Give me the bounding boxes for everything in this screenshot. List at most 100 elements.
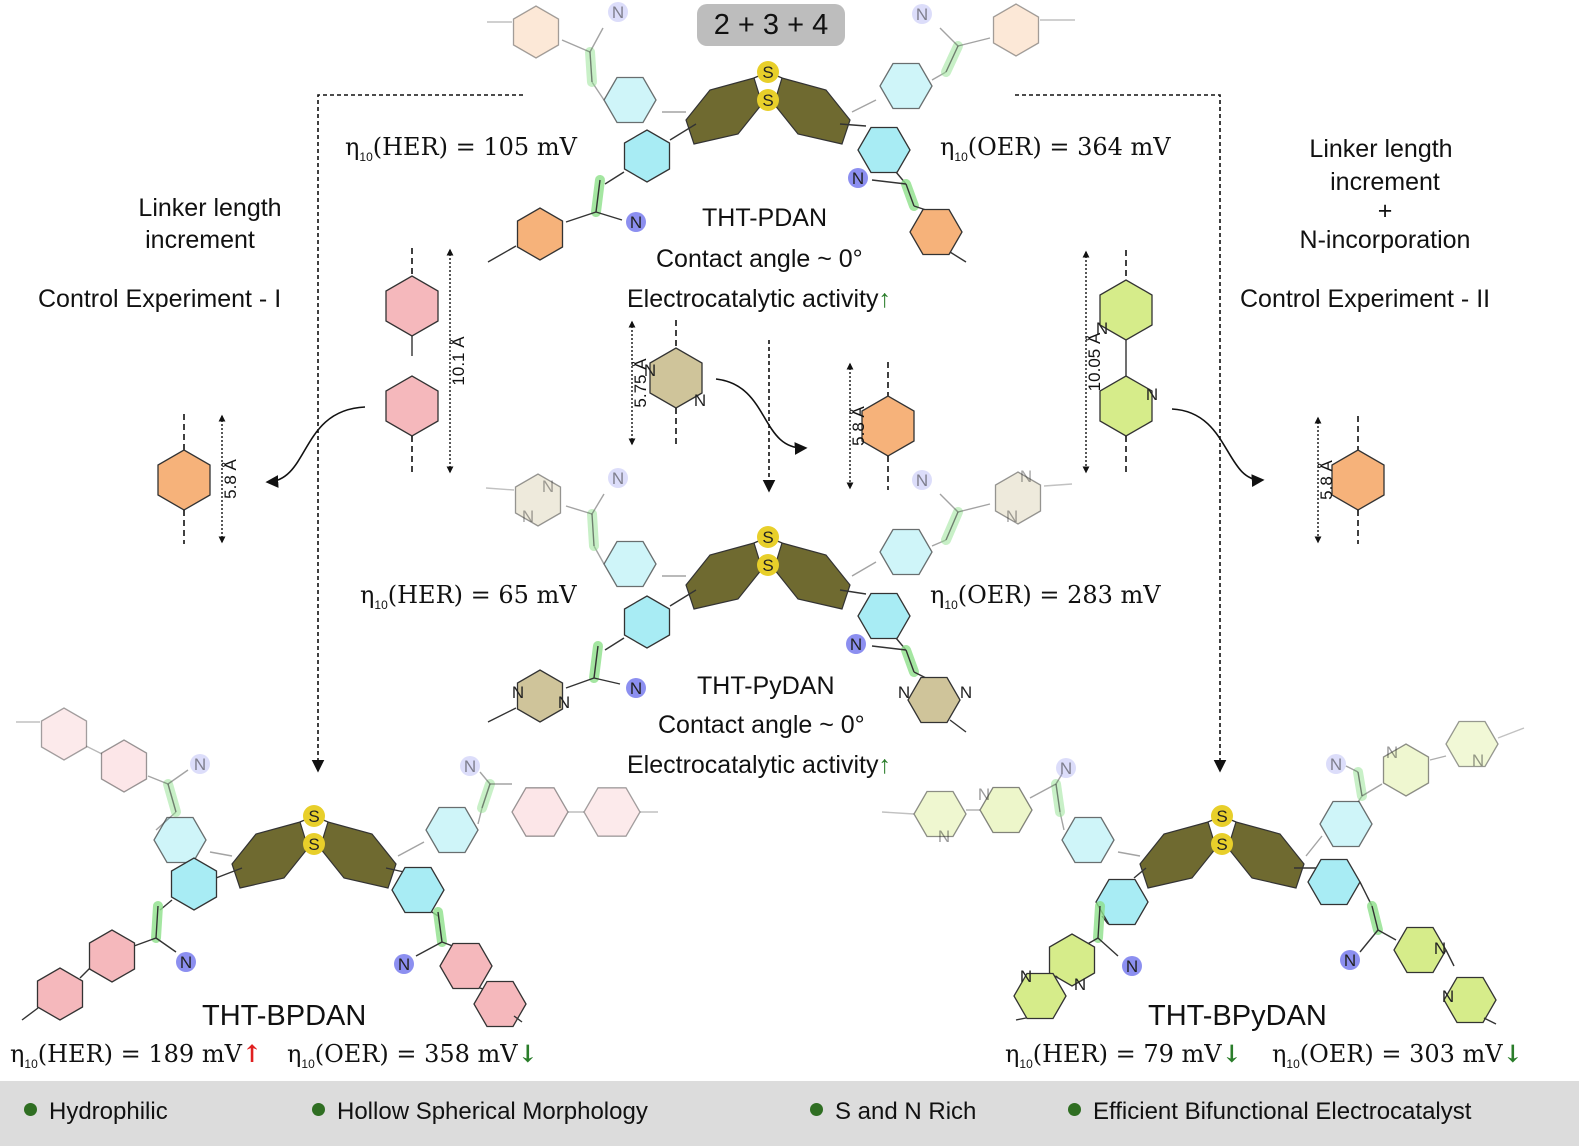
phenyl-ring	[1331, 449, 1385, 511]
bond	[604, 171, 625, 185]
methyl-end	[21, 1007, 39, 1021]
bond	[565, 505, 593, 515]
methyl-end	[1015, 1017, 1027, 1021]
bond	[1117, 851, 1141, 857]
nitrile-n-label: N	[1344, 951, 1356, 970]
phenyl-ring	[909, 208, 963, 256]
bond	[1345, 765, 1359, 773]
methyl-end	[513, 1015, 523, 1023]
mid-compound-name: THT-PyDAN	[697, 672, 835, 700]
bond	[669, 123, 697, 141]
bond	[604, 637, 625, 651]
nitrile-n-atom	[1340, 950, 1360, 970]
biphenyl-dimension-label: 10.1 Å	[449, 336, 468, 386]
bipyridine-n-label: N	[1096, 319, 1108, 338]
bl-her-value: η10(HER) = 189 mV↑	[10, 1039, 263, 1071]
biphenyl-ring	[100, 739, 148, 793]
bond	[957, 37, 991, 47]
bond	[1429, 755, 1447, 761]
phenyl-left-dimension-label: 5.8 Å	[221, 458, 240, 498]
ring-nitrogen-label: N	[1074, 975, 1086, 994]
methyl-end	[1043, 483, 1073, 487]
ring-nitrogen-label: N	[1020, 467, 1032, 486]
br-her-value: η10(HER) = 79 mV↓	[1005, 1039, 1242, 1071]
vinylene-bond	[1097, 905, 1101, 939]
methyl-end	[949, 251, 967, 263]
biphenyl-ring	[36, 967, 84, 1021]
bipyridine-ring	[1099, 375, 1153, 437]
bond	[1029, 783, 1057, 799]
ring-nitrogen-label: N	[960, 683, 972, 702]
curved-arrow-left	[265, 406, 366, 488]
sulfur-top-atom	[1211, 805, 1233, 827]
biphenyl-ring	[40, 707, 88, 761]
right-connector	[1015, 94, 1227, 773]
phenyl-center-dimension-label: 5.8 Å	[849, 405, 868, 445]
curved-arrow-right	[1171, 408, 1265, 487]
phenyl-ring	[1307, 858, 1361, 906]
curved-arrow-center	[715, 378, 808, 455]
oer-down-arrow: ↓	[517, 1039, 538, 1068]
core-ring-left	[685, 77, 763, 145]
bond	[479, 771, 491, 785]
footer-item-morphology: Hollow Spherical Morphology	[312, 1098, 648, 1126]
bond	[155, 937, 177, 953]
methyl-end	[881, 811, 915, 815]
nitrile-n-label: N	[1330, 755, 1342, 774]
bl-oer-value: η10(OER) = 358 mV↓	[287, 1039, 538, 1071]
bond	[147, 775, 169, 785]
sulfur-bottom-atom	[757, 554, 779, 576]
bond	[565, 211, 597, 223]
nitrile-n-atom	[912, 470, 932, 490]
control-experiment-2: Control Experiment - II	[1240, 285, 1491, 313]
sulfur-top-label: S	[308, 807, 319, 826]
phenyl-ring	[1319, 800, 1373, 848]
phenyl-ring	[857, 126, 911, 174]
biphenyl-ring	[385, 275, 439, 337]
bipyridine-ring	[913, 790, 967, 838]
bond	[385, 867, 405, 873]
phenyl-ring	[879, 528, 933, 576]
bond	[939, 493, 959, 513]
bond	[851, 99, 877, 113]
core-ring-right	[319, 821, 397, 889]
right-linker-line4: N-incorporation	[1299, 226, 1471, 254]
ring-nitrogen-label: N	[522, 507, 534, 526]
nitrile-n-label: N	[630, 213, 642, 232]
phenyl-ring	[425, 806, 479, 854]
sulfur-bottom-label: S	[1216, 835, 1227, 854]
bond	[871, 645, 907, 651]
bond	[1055, 975, 1059, 979]
sulfur-bottom-atom	[1211, 833, 1233, 855]
ring-nitrogen-label: N	[1472, 751, 1484, 770]
pyrazine-ring	[514, 473, 562, 527]
bond	[209, 851, 233, 857]
nitrile-n-atom	[846, 634, 866, 654]
bipyridine-ring	[1013, 972, 1067, 1020]
right-linker-line1: Linker length	[1309, 135, 1453, 163]
bipyridine-dimension-label: 10.05 Å	[1085, 332, 1104, 391]
nitrile-n-label: N	[398, 955, 410, 974]
nitrile-n-atom	[1122, 956, 1142, 976]
phenyl-ring	[861, 395, 915, 457]
phenyl-ring	[1061, 816, 1115, 864]
nitrile-n-label: N	[612, 469, 624, 488]
mid-activity: Electrocatalytic activity↑	[627, 751, 891, 779]
phenyl-ring	[623, 129, 671, 183]
bipyridine-ring	[1393, 926, 1447, 974]
oer-down-arrow: ↓	[1502, 1039, 1523, 1068]
precursor-badge: 2 + 3 + 4	[697, 4, 845, 46]
footer-item-hydrophilic: Hydrophilic	[24, 1098, 168, 1126]
bond	[1059, 811, 1065, 831]
phenyl-ring	[603, 540, 657, 588]
control-experiment-1: Control Experiment - I	[38, 285, 282, 313]
pyrazine-ring	[907, 676, 961, 724]
bond	[85, 745, 103, 755]
bond	[215, 867, 243, 879]
mid-contact-angle: Contact angle ~ 0°	[658, 711, 865, 739]
curved-arrows	[265, 378, 1265, 488]
sulfur-bottom-atom	[303, 833, 325, 855]
phenyl-ring	[992, 3, 1040, 57]
